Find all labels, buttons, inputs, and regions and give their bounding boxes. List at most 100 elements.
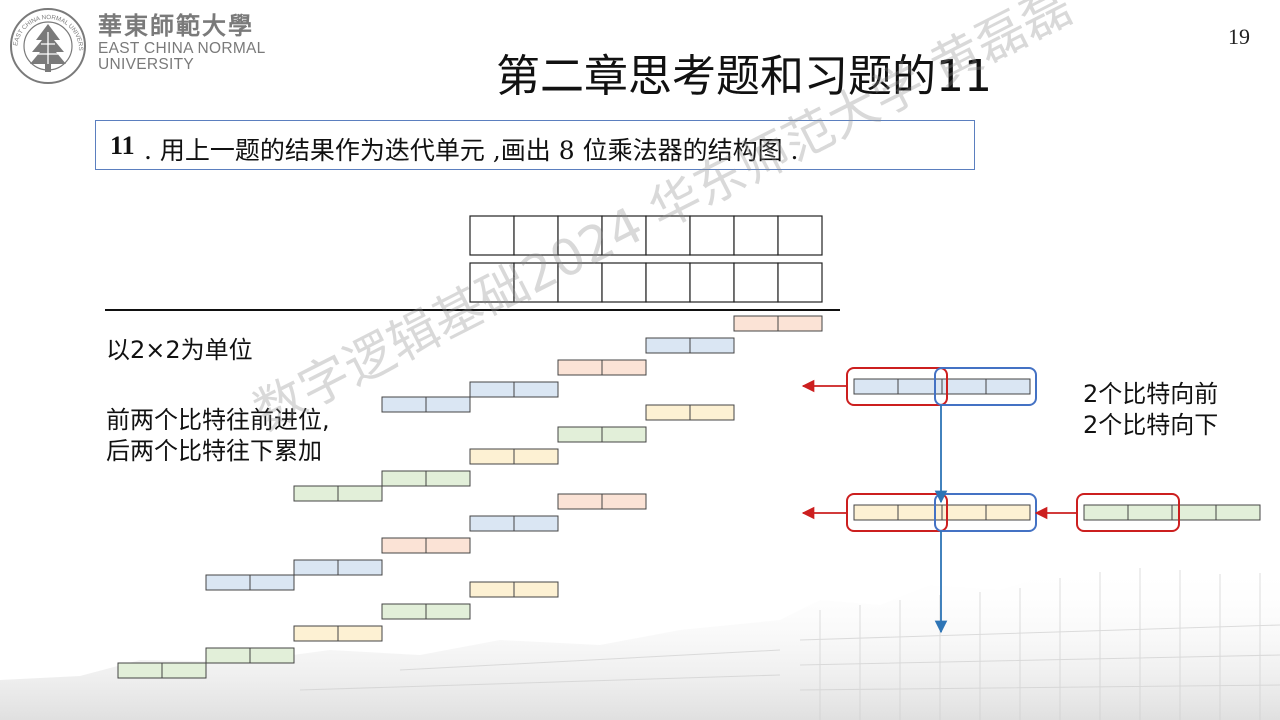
partial-product-cell <box>205 574 251 591</box>
partial-product-cell <box>601 359 647 376</box>
detail-bar-middle-yellow <box>853 504 1031 521</box>
partial-product-bar-orange <box>381 537 471 554</box>
university-logo-icon: EAST CHINA NORMAL UNIVERSITY <box>8 6 86 84</box>
partial-product-bar-orange <box>733 315 823 332</box>
partial-product-bar-green <box>381 470 471 487</box>
operand-cell <box>645 262 691 303</box>
partial-product-bar-blue <box>645 337 735 354</box>
partial-product-bar-green <box>205 647 295 664</box>
partial-product-cell <box>513 581 559 598</box>
partial-product-bar-blue <box>469 515 559 532</box>
detail-cell <box>853 378 899 395</box>
partial-product-staircase <box>117 315 823 679</box>
partial-product-cell <box>425 470 471 487</box>
right-note-line2: 2个比特向下 <box>1083 411 1219 439</box>
operand-cell <box>645 215 691 256</box>
problem-statement-box: 11 . 用上一题的结果作为迭代单元 ,画出 8 位乘法器的结构图 . <box>95 120 975 170</box>
operand-cell <box>601 215 647 256</box>
partial-product-bar-blue <box>205 574 295 591</box>
problem-number: 11 <box>110 131 135 160</box>
operand-cell <box>513 215 559 256</box>
problem-text: . 用上一题的结果作为迭代单元 ,画出 8 位乘法器的结构图 . <box>144 136 799 165</box>
partial-product-bar-blue <box>293 559 383 576</box>
partial-product-bar-blue <box>469 381 559 398</box>
partial-product-cell <box>733 315 779 332</box>
partial-product-cell <box>689 404 735 421</box>
partial-product-cell <box>337 485 383 502</box>
partial-product-cell <box>645 337 691 354</box>
page-number: 19 <box>1228 24 1250 49</box>
detail-bar-top-blue <box>853 378 1031 395</box>
slide-title: 第二章思考题和习题的11 <box>496 51 992 102</box>
operand-cell <box>513 262 559 303</box>
partial-product-cell <box>425 603 471 620</box>
partial-product-cell <box>689 337 735 354</box>
accumulate-frame-top <box>934 367 1037 406</box>
partial-product-cell <box>601 426 647 443</box>
operand-cell <box>689 262 735 303</box>
operand-cell <box>733 215 779 256</box>
partial-product-cell <box>293 485 339 502</box>
university-name-english-line1: EAST CHINA NORMAL <box>98 40 266 57</box>
detail-cell <box>941 504 987 521</box>
detail-cell <box>941 378 987 395</box>
operand-cell <box>733 262 779 303</box>
partial-product-cell <box>425 537 471 554</box>
detail-bar-right-green <box>1083 504 1261 521</box>
right-note-line1: 2个比特向前 <box>1083 380 1219 408</box>
operand-cell <box>557 262 603 303</box>
detail-cell <box>1127 504 1173 521</box>
partial-product-bar-green <box>293 485 383 502</box>
partial-product-cell <box>513 448 559 465</box>
partial-product-bar-green <box>557 426 647 443</box>
partial-product-bar-yellow <box>645 404 735 421</box>
partial-product-cell <box>381 537 427 554</box>
partial-product-cell <box>205 647 251 664</box>
partial-product-cell <box>117 662 163 679</box>
operand-cell <box>689 215 735 256</box>
operand-cell <box>777 262 823 303</box>
university-name-english-line2: UNIVERSITY <box>98 56 195 73</box>
detail-cell <box>985 504 1031 521</box>
partial-product-cell <box>337 559 383 576</box>
partial-product-cell <box>645 404 691 421</box>
operand-cell <box>469 262 515 303</box>
detail-cell <box>1215 504 1261 521</box>
partial-product-cell <box>469 581 515 598</box>
partial-product-cell <box>161 662 207 679</box>
partial-product-bar-green <box>381 603 471 620</box>
partial-product-bar-orange <box>557 359 647 376</box>
partial-product-cell <box>513 515 559 532</box>
detail-cell <box>985 378 1031 395</box>
operand-cell <box>557 215 603 256</box>
partial-product-cell <box>249 574 295 591</box>
iteration-unit-detail <box>801 367 1261 634</box>
partial-product-cell <box>777 315 823 332</box>
partial-product-cell <box>601 493 647 510</box>
operand-cell <box>601 262 647 303</box>
partial-product-cell <box>249 647 295 664</box>
partial-product-cell <box>381 603 427 620</box>
partial-product-cell <box>469 515 515 532</box>
operand-cell <box>777 215 823 256</box>
partial-product-cell <box>557 426 603 443</box>
partial-product-cell <box>557 359 603 376</box>
operand-cell <box>469 215 515 256</box>
operand-grid <box>469 215 823 303</box>
detail-cell <box>1083 504 1129 521</box>
partial-product-bar-green <box>117 662 207 679</box>
partial-product-cell <box>469 448 515 465</box>
university-name-chinese: 華東師範大學 <box>98 11 254 40</box>
detail-cell <box>853 504 899 521</box>
partial-product-bar-blue <box>381 396 471 413</box>
carry-note-line2: 后两个比特往下累加 <box>106 437 322 465</box>
partial-product-cell <box>381 470 427 487</box>
carry-note-line1: 前两个比特往前进位, <box>106 406 330 434</box>
unit-label: 以2×2为单位 <box>106 336 253 364</box>
partial-product-cell <box>293 625 339 642</box>
partial-product-cell <box>293 559 339 576</box>
partial-product-cell <box>557 493 603 510</box>
partial-product-cell <box>469 381 515 398</box>
partial-product-bar-yellow <box>469 448 559 465</box>
